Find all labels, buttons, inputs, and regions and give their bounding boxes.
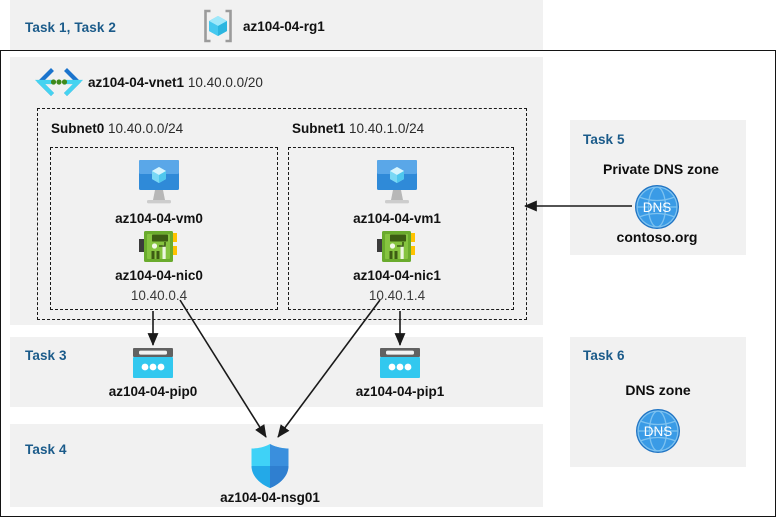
- dns-zone-icon: DNS: [634, 407, 682, 455]
- subnet0-header: Subnet0 10.40.0.0/24: [51, 121, 183, 136]
- task6-label: Task 6: [583, 348, 625, 363]
- nic0-ip: 10.40.0.4: [130, 288, 188, 303]
- vm1-name: az104-04-vm1: [353, 211, 441, 226]
- task1-task2-panel: [10, 0, 543, 50]
- subnet0-resource-box: [50, 147, 278, 310]
- vnet-panel: [10, 57, 543, 325]
- dns-icon-label: DNS: [643, 200, 672, 215]
- vnet-name-text: az104-04-vnet1: [88, 75, 185, 90]
- task6-heading: DNS zone: [625, 382, 691, 398]
- vnet-header: az104-04-vnet1 10.40.0.0/20: [88, 75, 263, 90]
- nic1-ip: 10.40.1.4: [368, 288, 426, 303]
- nic0-name: az104-04-nic0: [115, 268, 203, 283]
- network-interface-icon: [377, 230, 417, 264]
- subnet0-label-text: Subnet0: [51, 121, 105, 136]
- pip0-name: az104-04-pip0: [108, 384, 198, 399]
- resource-group-name: az104-04-rg1: [243, 19, 325, 34]
- virtual-network-icon: [34, 68, 84, 96]
- public-ip-address-icon: [380, 348, 420, 378]
- nsg-name: az104-04-nsg01: [220, 490, 320, 505]
- vm0-name: az104-04-vm0: [115, 211, 203, 226]
- nic1-name: az104-04-nic1: [353, 268, 441, 283]
- subnet1-cidr-text: 10.40.1.0/24: [349, 121, 425, 136]
- vnet-address-space-text: 10.40.0.0/20: [187, 75, 263, 90]
- subnet0-cidr-text: 10.40.0.0/24: [108, 121, 184, 136]
- network-security-group-icon: [249, 443, 291, 489]
- pip1-name: az104-04-pip1: [355, 384, 445, 399]
- task5-zone-name: contoso.org: [616, 229, 698, 245]
- task5-heading: Private DNS zone: [603, 161, 719, 177]
- resource-group-icon: [200, 8, 236, 44]
- task3-panel: [10, 337, 543, 407]
- subnet1-resource-box: [288, 147, 514, 310]
- resource-group-name-text: az104-04-rg1: [243, 19, 325, 34]
- dns-zone-icon: DNS: [633, 183, 681, 231]
- task4-label: Task 4: [25, 442, 67, 457]
- subnet1-header: Subnet1 10.40.1.0/24: [292, 121, 424, 136]
- public-ip-address-icon: [133, 348, 173, 378]
- subnet1-label-text: Subnet1: [292, 121, 346, 136]
- dns-icon-label: DNS: [644, 424, 673, 439]
- task3-label: Task 3: [25, 348, 67, 363]
- network-interface-icon: [139, 230, 179, 264]
- virtual-machine-icon: [134, 158, 184, 206]
- task1-task2-label: Task 1, Task 2: [25, 20, 116, 35]
- virtual-machine-icon: [372, 158, 422, 206]
- task5-label: Task 5: [583, 132, 625, 147]
